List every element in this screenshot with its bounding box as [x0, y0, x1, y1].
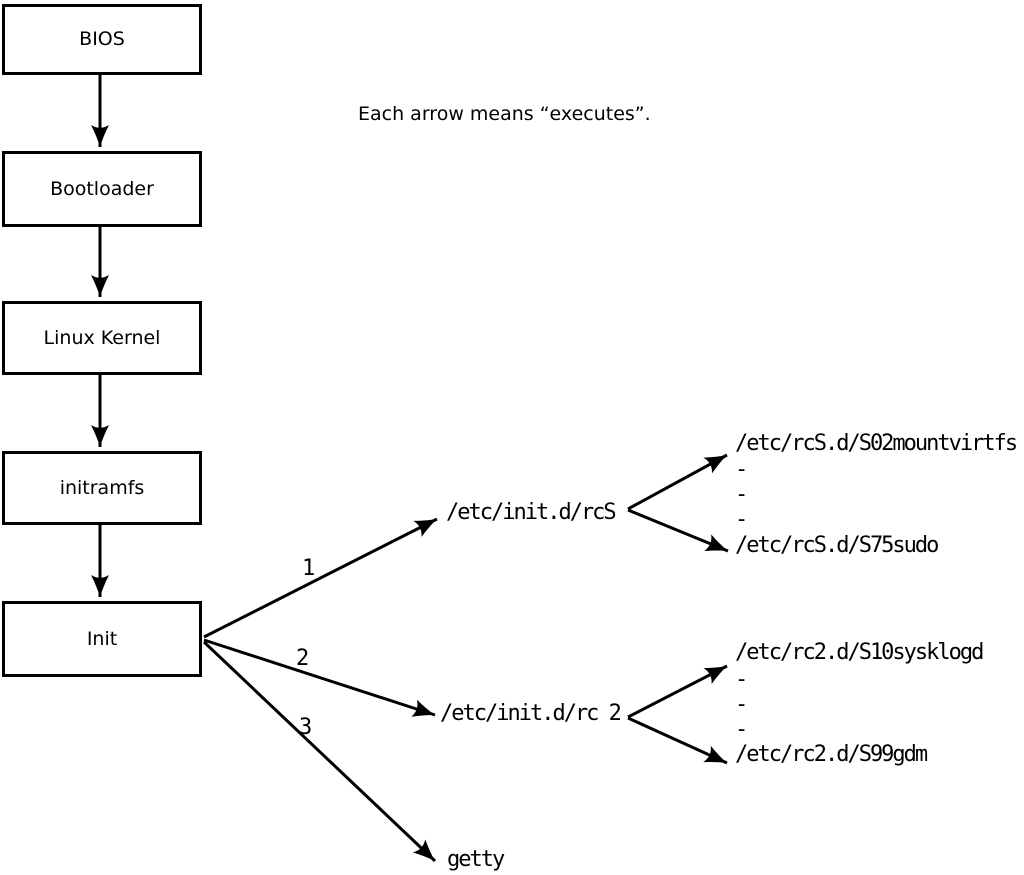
box-bootloader: Bootloader	[2, 151, 202, 227]
rcs-child-ellipsis-2: -	[735, 482, 748, 507]
rc2-child-last: /etc/rc2.d/S99gdm	[735, 742, 928, 767]
rcs-child-first: /etc/rcS.d/S02mountvirtfs	[735, 431, 1018, 456]
caption: Each arrow means “executes”.	[358, 103, 651, 125]
branch-number-1: 1	[302, 556, 316, 581]
arrow-rcs-to-first-script	[627, 453, 728, 511]
box-linux-kernel-label: Linux Kernel	[43, 326, 161, 349]
arrow-rc2-to-last-script	[627, 716, 728, 765]
target-rc2-script: /etc/init.d/rc 2	[440, 701, 622, 726]
rc2-child-ellipsis-3: -	[735, 717, 748, 742]
target-rcs-script: /etc/init.d/rcS	[446, 500, 617, 525]
box-init: Init	[2, 601, 202, 677]
box-linux-kernel: Linux Kernel	[2, 301, 202, 375]
branch-number-2: 2	[296, 646, 310, 671]
rcs-child-ellipsis-1: -	[735, 457, 748, 482]
rc2-child-first: /etc/rc2.d/S10sysklogd	[735, 640, 984, 665]
arrow-rc2-to-first-script	[627, 664, 728, 719]
box-bootloader-label: Bootloader	[50, 177, 154, 200]
arrow-init-to-rcs	[203, 517, 438, 639]
target-getty: getty	[447, 847, 505, 872]
box-initramfs-label: initramfs	[59, 476, 145, 499]
branch-number-3: 3	[299, 715, 313, 740]
box-bios: BIOS	[2, 4, 202, 75]
rc2-child-ellipsis-1: -	[735, 667, 748, 692]
arrow-init-to-rc2	[203, 638, 436, 717]
rc2-child-ellipsis-2: -	[735, 692, 748, 717]
box-initramfs: initramfs	[2, 451, 202, 525]
box-init-label: Init	[86, 627, 118, 650]
arrow-init-to-getty	[202, 640, 437, 863]
arrow-rcs-to-last-script	[627, 508, 729, 553]
rcs-child-last: /etc/rcS.d/S75sudo	[735, 533, 939, 558]
rcs-child-ellipsis-3: -	[735, 507, 748, 532]
box-bios-label: BIOS	[79, 28, 125, 50]
